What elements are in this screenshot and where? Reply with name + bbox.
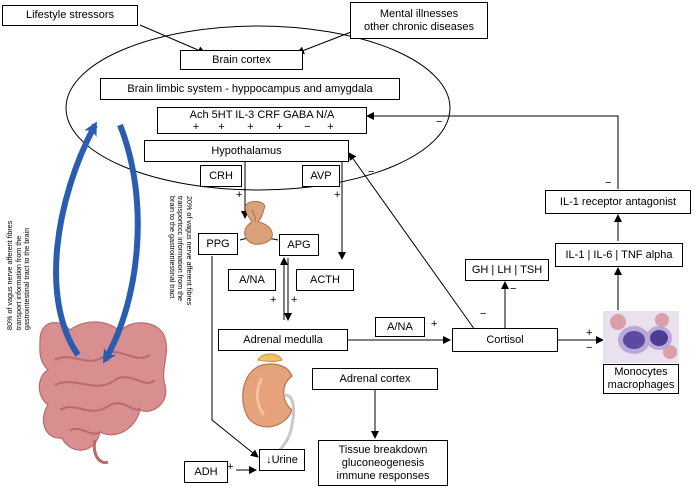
intestine-illustration (38, 321, 168, 465)
ana-box-2: A/NA (375, 317, 425, 337)
limbic-system-box: Brain limbic system - hyppocampus and am… (100, 78, 400, 100)
avp-box: AVP (302, 165, 340, 187)
vagus-afferent-label: 80% of vagus nerve afferent fibres trans… (5, 221, 32, 330)
pituitary-gland-illustration (244, 200, 273, 245)
sign-cortisol-hypothalamus-minus: − (368, 166, 375, 178)
cortisol-box: Cortisol (452, 328, 558, 352)
sign-cortisol-monocytes-minus: − (586, 342, 593, 354)
tissue-breakdown-box: Tissue breakdown gluconeogenesis immune … (318, 440, 448, 486)
vagus-efferent-line2: transportccc information from the (176, 196, 186, 302)
sign-acth-plus: + (291, 294, 298, 306)
sign-cortisol-gh-minus-1: − (510, 283, 517, 295)
urine-box: ↓Urine (259, 449, 305, 471)
tissue-line2: gluconeogenesis (341, 456, 425, 469)
sign-cortisol-monocytes-plus: + (586, 327, 593, 339)
neurotransmitter-names: Ach 5HT IL-3 CRF GABA N/A (189, 108, 335, 121)
neuro-sign-gaba: − (304, 120, 311, 133)
mental-illnesses-box: Mental illnesses other chronic diseases (350, 2, 488, 39)
neuro-sign-crf: + (276, 120, 283, 133)
lifestyle-stressors-box: Lifestyle stressors (2, 5, 138, 26)
acth-box: ACTH (296, 269, 354, 291)
monocytes-box: Monocytes macrophages (603, 364, 679, 394)
il1-receptor-antagonist-box: IL-1 receptor antagonist (545, 190, 691, 214)
tissue-line1: Tissue breakdown (338, 443, 428, 456)
brain-ellipse (65, 25, 451, 191)
hypothalamus-box: Hypothalamus (144, 140, 349, 162)
ana-box-1: A/NA (228, 269, 276, 291)
neuro-sign-na: + (327, 120, 334, 133)
mental-illnesses-line1: Mental illnesses (379, 7, 459, 20)
arrow-cortisol-hypothalamus (348, 152, 476, 331)
adrenal-cortex-box: Adrenal cortex (312, 368, 438, 390)
sign-crh-plus: + (236, 189, 243, 201)
sign-ana2-plus: + (431, 318, 438, 330)
arrow-lifestyle-cortex (139, 24, 206, 54)
vagus-efferent-label: 20% of vagus nerve afferent fibres trans… (168, 196, 194, 305)
vagus-afferent-arrow (53, 121, 98, 357)
ppg-box: PPG (198, 233, 238, 255)
adrenal-medulla-box: Adrenal medulla (218, 329, 348, 351)
vagus-efferent-arrow (102, 123, 141, 364)
il-cytokines-box: IL-1 | IL-6 | TNF alpha (555, 243, 683, 267)
vagus-efferent-line3: brain to the gastrointestinal tract (168, 196, 177, 299)
apg-box: APG (279, 234, 319, 256)
tissue-line3: immune responses (336, 469, 430, 482)
neuro-sign-ach: + (192, 120, 200, 133)
arrow-feedback-neuro (366, 112, 619, 189)
vagus-afferent-line3: gastrointestinal tract to the brain (22, 227, 31, 330)
neuro-sign-5ht: + (218, 120, 225, 133)
sign-il1ra-minus: − (605, 177, 612, 189)
sign-ana1-plus: + (270, 294, 277, 306)
vagus-efferent-line1: 20% of vagus nerve afferent fibres (185, 196, 194, 306)
crh-box: CRH (200, 165, 242, 187)
monocytes-line2: macrophages (607, 379, 675, 391)
sign-avp-plus: + (334, 189, 341, 201)
arrow-ppg-urine (211, 256, 259, 458)
monocyte-micrograph (603, 311, 679, 363)
adh-box: ADH (184, 461, 228, 483)
sign-adh-plus: + (227, 461, 234, 473)
neurotransmitter-box: Ach 5HT IL-3 CRF GABA N/A + + + + − + (157, 107, 367, 134)
brain-cortex-box: Brain cortex (180, 50, 303, 70)
kidney-adrenal-illustration (242, 353, 296, 462)
sign-feedback-minus: − (436, 116, 443, 128)
sign-cortisol-gh-minus-2: − (480, 308, 487, 320)
mental-illnesses-line2: other chronic diseases (363, 20, 475, 33)
neurotransmitter-signs: + + + + − + (185, 121, 340, 133)
gh-lh-tsh-box: GH | LH | TSH (465, 259, 549, 281)
monocytes-line1: Monocytes (614, 366, 668, 378)
neuro-sign-il3: + (247, 120, 254, 133)
